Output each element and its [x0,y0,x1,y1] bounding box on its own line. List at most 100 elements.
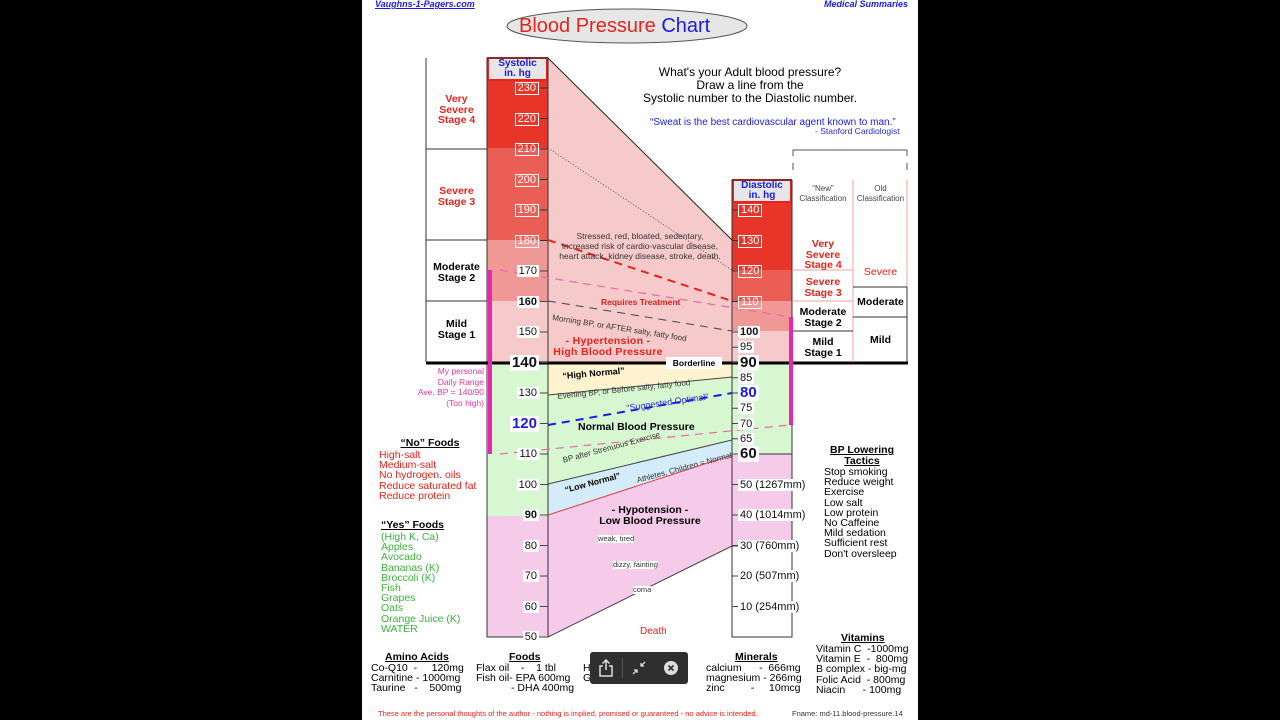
old-class-moderate: Moderate [857,296,904,308]
systolic-tick-label: 180 [514,234,539,248]
new-class-header: “New”Classification [793,184,853,204]
share-button[interactable] [590,652,622,684]
tactics-title-line: BP Lowering [830,444,894,456]
hypertension-label: - Hypertension -High Blood Pressure [548,336,668,358]
class-line: Stage 2 [804,316,842,329]
diastolic-tick-label: 60 [738,445,759,462]
systolic-tick-label: 100 [516,478,539,491]
diastolic-tick-label: 65 [738,432,755,445]
class-header-line: Old [874,184,887,193]
zone-line: - Hypotension - [611,504,689,516]
zone-line: heart attack, kidney disease, stroke, de… [559,251,721,261]
intro-line: Systolic number to the Diastolic number. [642,91,858,106]
yes-foods-item: Orange Juice (K) [381,612,461,625]
tactics-item: Reduce weight [824,476,894,489]
systolic-zone-stage3 [487,148,548,240]
stage-line: Stage 2 [437,271,476,284]
vitamins-item: B complex - big-mg [816,663,907,676]
no-foods-item: No hydrogen. oils [379,469,461,482]
stage-line: Stage 1 [437,328,476,341]
classification-bracket [792,149,908,170]
title-part2: Chart [661,15,711,37]
tactics-item: Exercise [824,486,865,499]
yes-foods-item: (High K, Ca) [381,531,439,543]
file-name: Fname: md-11.blood-pressure.14 [792,709,903,718]
weak-label: weak, tired [598,534,635,544]
personal-range-bar-diastolic [789,317,793,425]
quote-author: - Stanford Cardiologist [815,126,900,136]
disclaimer: These are the personal thoughts of the a… [378,709,758,718]
personal-range-bar-systolic [488,270,492,454]
hypotension-label: - Hypotension -Low Blood Pressure [590,505,710,527]
stage-line: Severe [439,185,474,197]
yes-foods-item: Bananas (K) [381,561,440,574]
class-line: Stage 3 [804,286,842,299]
systolic-tick-label: 60 [522,600,539,613]
tactics-item: Stop smoking [824,466,888,478]
diastolic-tick-label: 85 [738,371,755,384]
systolic-tick-label: 160 [516,295,539,308]
hypertension-zone [548,58,732,364]
death-label: Death [640,626,667,637]
amino-item: Co-Q10 - 120mg [371,662,464,674]
requires-treatment-label: Requires Treatment [601,297,681,307]
zone-line: Stressed, red, bloated, sedentary, [576,231,704,241]
diastolic-tick-label: 20 (507mm) [738,570,802,582]
diastolic-tick-label: 80 [738,384,759,401]
normal-bp-label: Normal Blood Pressure [578,421,695,433]
coma-label: coma [633,585,652,595]
vitamins-item: Vitamin C -1000mg [816,643,909,655]
collapse-button[interactable] [623,652,655,684]
stage-line: Stage 4 [437,114,476,126]
class-line: Mild [812,336,834,348]
no-foods-item: High-salt [379,449,421,461]
systolic-tick-label: 190 [514,204,539,217]
tactics-title-line: Tactics [844,454,880,467]
hidden-col-item: G [583,672,592,685]
zone-line: Low Blood Pressure [599,515,701,527]
site-link[interactable]: Vaughns-1-Pagers.com [375,0,475,9]
title-part1: Blood Pressure [519,15,656,37]
dizzy-label: dizzy, fainting [613,560,658,570]
vitamins-item: Vitamin E - 800mg [816,653,909,666]
dotted-line-210 [547,147,733,271]
foods-item: Fish oil- EPA 600mg [476,672,571,685]
dashed-line-110-70 [499,424,791,455]
yes-foods-item: Fish [381,582,401,595]
high-normal-line [547,376,733,396]
class-line: Severe [805,276,841,288]
systolic-tick-label: 110 [517,448,539,460]
amino-item: Carnitine - 1000mg [371,672,461,685]
old-class-mild: Mild [870,334,891,346]
systolic-tick-label: 80 [522,539,539,552]
tactics-item: Low salt [824,496,863,509]
no-foods-item: Reduce saturated fat [379,479,477,492]
tactics-item: Sufficient rest [824,537,888,550]
diastolic-tick-label: 90 [738,353,759,371]
stage-line: Mild [446,318,467,330]
intro-line: Draw a line from the [696,78,804,93]
systolic-tick-label: 230 [514,82,539,95]
zone-line: High Blood Pressure [553,346,663,358]
stage-line: Very [445,93,468,105]
diastolic-tick-label: 140 [738,204,763,217]
systolic-tick-label: 210 [514,143,539,156]
top-diagonal [547,57,733,241]
no-foods-item: Reduce protein [379,489,451,502]
systolic-zone-stage4 [487,80,548,148]
close-button[interactable] [655,652,687,684]
systolic-tick-label: 50 [522,631,539,643]
